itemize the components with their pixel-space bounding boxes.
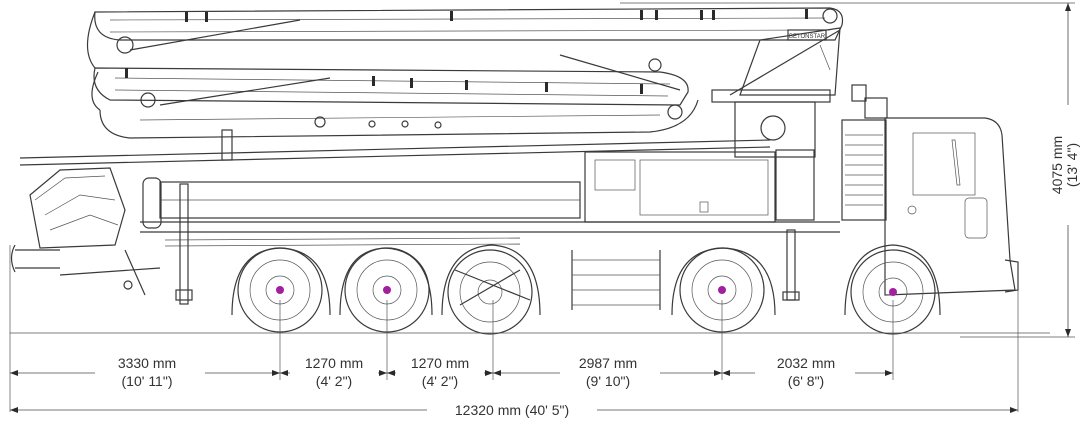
wheel-rear-1 [237, 247, 323, 333]
dim-1270b-metric: 1270 mm [411, 355, 469, 371]
dim-height-metric: 4075 mm [1049, 136, 1065, 194]
boom-section-middle [93, 67, 689, 106]
dim-1270b-imperial: (4' 2") [422, 373, 458, 389]
dim-2987-imperial: (9' 10") [586, 373, 630, 389]
concrete-hopper [10, 167, 162, 296]
dim-overall-length: 12320 mm (40' 5") [455, 402, 569, 418]
dim-2032-imperial: (6' 8") [788, 373, 824, 389]
boom-section-lower [99, 99, 699, 139]
dim-2032-metric: 2032 mm [777, 355, 835, 371]
boom-turret [739, 27, 841, 96]
wheels [10, 244, 1050, 335]
boom-assembly: BETONSTAR [86, 7, 844, 139]
dim-height-imperial: (13' 4") [1064, 143, 1080, 187]
step-ladder [571, 250, 661, 310]
boom-section-upper [94, 7, 844, 41]
dim-2987-metric: 2987 mm [579, 355, 637, 371]
equipment-box [584, 151, 776, 223]
wheel-tag-axle [447, 249, 533, 335]
boom-brand-label: BETONSTAR [789, 34, 826, 40]
dim-3330-metric: 3330 mm [118, 355, 176, 371]
dim-1270a-imperial: (4' 2") [316, 373, 352, 389]
dim-1270a-metric: 1270 mm [305, 355, 363, 371]
dimension-annotations: 3330 mm (10' 11") 1270 mm (4' 2") 1270 m… [9, 2, 1080, 419]
dim-3330-imperial: (10' 11") [122, 373, 173, 389]
truck-body [19, 101, 840, 310]
engine-cooler [841, 119, 887, 221]
truck-cab [841, 84, 1019, 296]
